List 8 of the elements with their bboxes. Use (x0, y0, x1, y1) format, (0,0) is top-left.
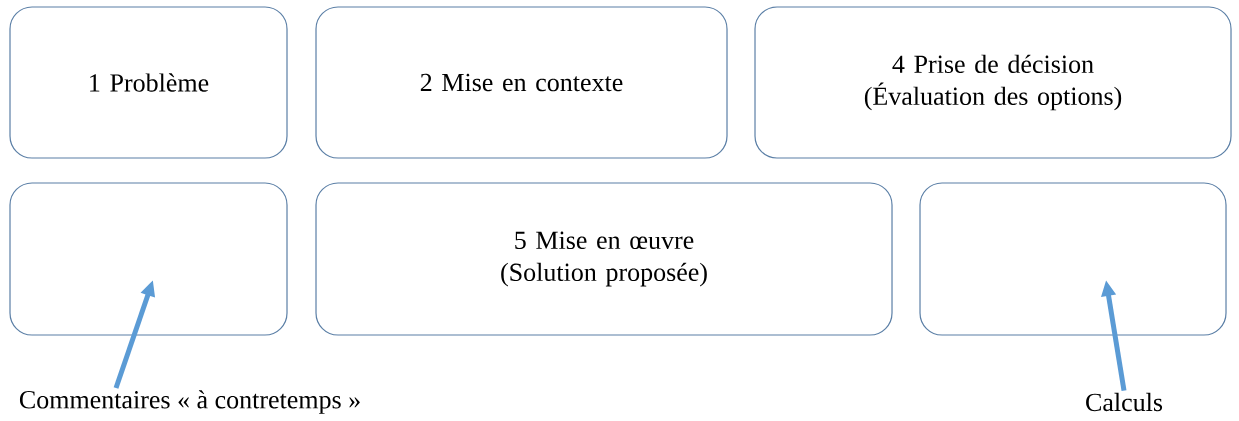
empty-box (919, 182, 1227, 336)
annotation-text: Calculs (1086, 392, 1163, 412)
process-box: 5 Mise en œuvre (Solution proposée) (315, 182, 893, 336)
process-box: 1 Problème (9, 6, 288, 159)
annotation-text: Commentaires « à contretemps » (19, 390, 360, 414)
process-box: 4 Prise de décision (Évaluation des options) (754, 6, 1232, 159)
empty-box (9, 182, 288, 336)
process-box: 2 Mise en contexte (315, 6, 728, 159)
